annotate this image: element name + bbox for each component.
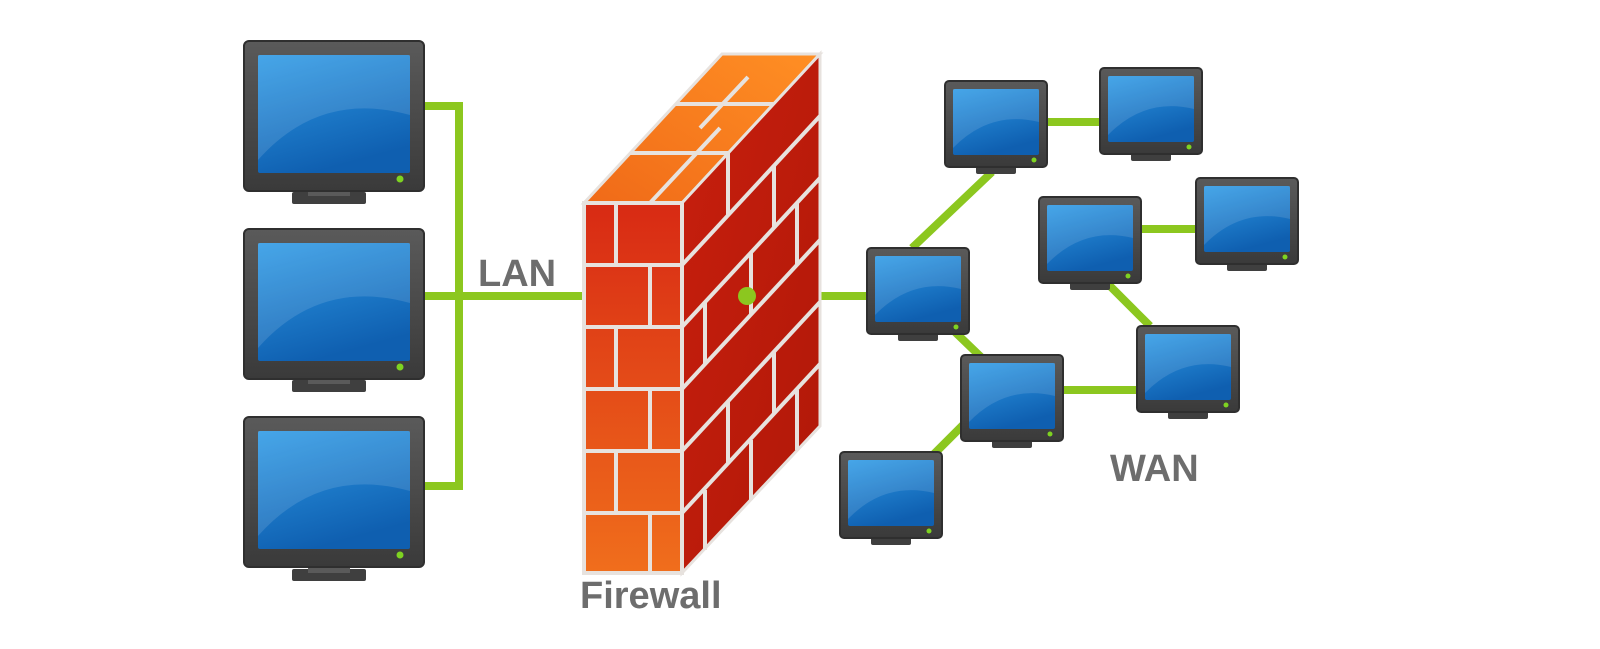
monitor-icon bbox=[1195, 177, 1299, 271]
wan-computers bbox=[839, 67, 1299, 545]
lan-computer-2 bbox=[243, 228, 425, 392]
wan-link-3 bbox=[952, 329, 985, 361]
wan-computer-4 bbox=[1038, 196, 1142, 290]
firewall-port bbox=[738, 287, 756, 305]
wan-computer-2 bbox=[1099, 67, 1203, 161]
monitor-icon bbox=[1099, 67, 1203, 161]
monitor-icon bbox=[944, 80, 1048, 174]
monitor-icon bbox=[960, 354, 1064, 448]
monitor-icon bbox=[1038, 196, 1142, 290]
lan-computers bbox=[243, 40, 425, 581]
monitor-icon bbox=[243, 416, 425, 581]
wan-computer-3 bbox=[866, 247, 970, 341]
monitor-icon bbox=[839, 451, 943, 545]
monitor-icon bbox=[1136, 325, 1240, 419]
wan-computer-5 bbox=[1195, 177, 1299, 271]
wan-link-1 bbox=[909, 169, 995, 251]
brick-wall-icon bbox=[580, 50, 824, 577]
wan-link-7 bbox=[1103, 279, 1153, 329]
monitor-icon bbox=[243, 228, 425, 392]
wan-computer-1 bbox=[944, 80, 1048, 174]
lan-links bbox=[420, 102, 588, 490]
firewall-label: Firewall bbox=[580, 575, 722, 617]
monitor-icon bbox=[243, 40, 425, 204]
lan-computer-1 bbox=[243, 40, 425, 204]
firewall bbox=[580, 50, 824, 577]
wan-computer-8 bbox=[839, 451, 943, 545]
lan-computer-3 bbox=[243, 416, 425, 581]
wan-computer-7 bbox=[1136, 325, 1240, 419]
lan-label: LAN bbox=[478, 253, 556, 295]
monitor-icon bbox=[866, 247, 970, 341]
wan-label: WAN bbox=[1110, 448, 1199, 490]
wan-computer-6 bbox=[960, 354, 1064, 448]
